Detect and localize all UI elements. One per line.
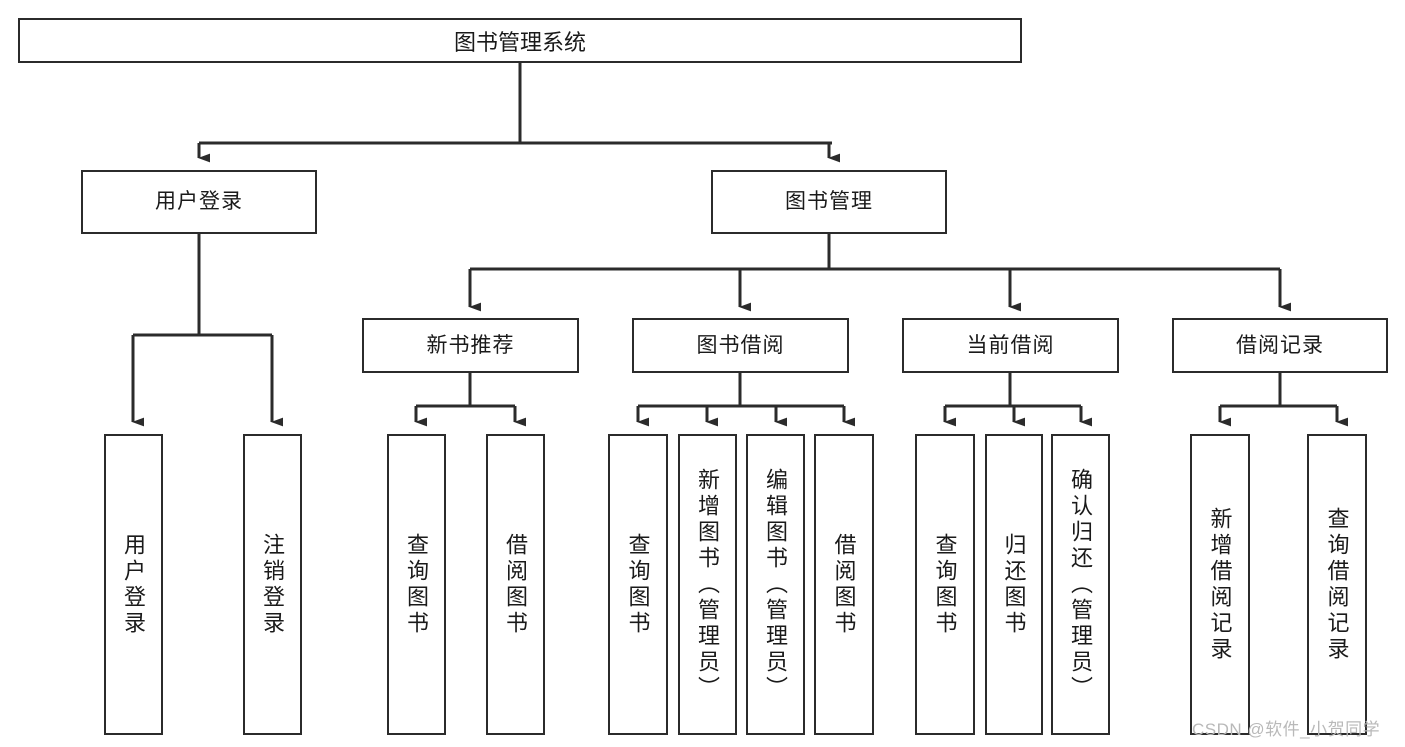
leaf-edit-book-admin[interactable]: 编辑图书（管理员）: [746, 434, 805, 735]
leaf-borrow-book-recommend[interactable]: 借阅图书: [486, 434, 545, 735]
leaf-user-login[interactable]: 用户登录: [104, 434, 163, 735]
leaf-label: 查询图书: [625, 532, 651, 637]
leaf-borrow-book[interactable]: 借阅图书: [814, 434, 874, 735]
leaf-query-borrow-record[interactable]: 查询借阅记录: [1307, 434, 1367, 735]
node-root[interactable]: 图书管理系统: [18, 18, 1022, 63]
node-user-login[interactable]: 用户登录: [81, 170, 317, 234]
leaf-label: 新增图书（管理员）: [695, 467, 721, 702]
leaf-add-book-admin[interactable]: 新增图书（管理员）: [678, 434, 737, 735]
leaf-return-book[interactable]: 归还图书: [985, 434, 1043, 735]
leaf-label: 确认归还（管理员）: [1068, 467, 1094, 702]
leaf-label: 注销登录: [260, 532, 286, 637]
leaf-confirm-return-admin[interactable]: 确认归还（管理员）: [1051, 434, 1110, 735]
node-book-borrow-label: 图书借阅: [696, 333, 785, 357]
node-book-management-label: 图书管理: [785, 190, 873, 214]
leaf-add-borrow-record[interactable]: 新增借阅记录: [1190, 434, 1250, 735]
leaf-label: 查询图书: [404, 532, 430, 637]
leaf-query-book-recommend[interactable]: 查询图书: [387, 434, 446, 735]
leaf-label: 用户登录: [121, 532, 147, 637]
node-borrow-record[interactable]: 借阅记录: [1172, 318, 1388, 373]
leaf-label: 新增借阅记录: [1207, 506, 1233, 663]
node-user-login-label: 用户登录: [155, 190, 243, 214]
node-current-borrow-label: 当前借阅: [966, 333, 1055, 357]
node-new-book-recommend[interactable]: 新书推荐: [362, 318, 579, 373]
node-new-book-recommend-label: 新书推荐: [426, 333, 515, 357]
node-borrow-record-label: 借阅记录: [1236, 333, 1324, 357]
node-book-management[interactable]: 图书管理: [711, 170, 947, 234]
node-root-label: 图书管理系统: [453, 29, 586, 55]
leaf-label: 借阅图书: [503, 532, 529, 637]
leaf-query-book-current[interactable]: 查询图书: [915, 434, 975, 735]
node-book-borrow[interactable]: 图书借阅: [632, 318, 849, 373]
leaf-label: 借阅图书: [831, 532, 857, 637]
leaf-label: 查询图书: [932, 532, 958, 637]
leaf-label: 归还图书: [1001, 532, 1027, 637]
leaf-logout[interactable]: 注销登录: [243, 434, 302, 735]
leaf-label: 编辑图书（管理员）: [763, 467, 789, 702]
node-current-borrow[interactable]: 当前借阅: [902, 318, 1119, 373]
leaf-query-book-borrow[interactable]: 查询图书: [608, 434, 668, 735]
leaf-label: 查询借阅记录: [1324, 506, 1350, 663]
